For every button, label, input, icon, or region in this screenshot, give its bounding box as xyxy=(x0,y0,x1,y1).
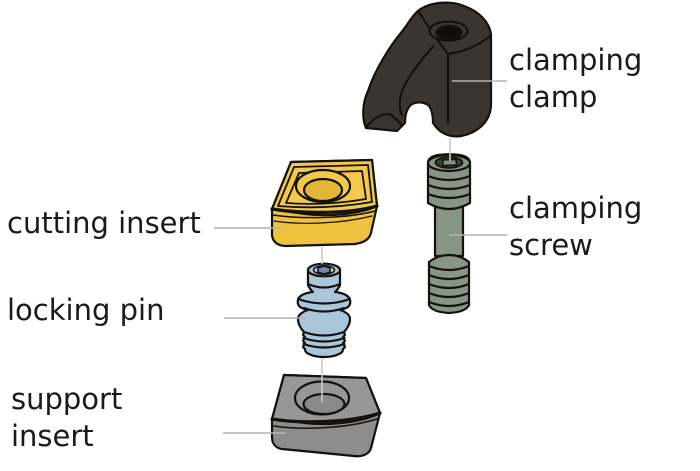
label-clamping-screw: clamping screw xyxy=(509,191,643,262)
label-cutting-insert: cutting insert xyxy=(7,206,201,240)
cutting-insert-part xyxy=(270,158,379,248)
support-insert-part xyxy=(270,373,382,458)
clamp-bore-hole xyxy=(435,24,463,41)
support-hole xyxy=(302,392,346,416)
label-locking-pin: locking pin xyxy=(7,293,165,327)
clamping-screw-part xyxy=(426,153,472,315)
label-support-insert: support insert xyxy=(11,382,123,453)
insert-hole xyxy=(302,177,344,203)
label-clamping-clamp: clamping clamp xyxy=(509,43,643,114)
leader-lines xyxy=(214,80,507,434)
locking-pin-part xyxy=(296,262,352,359)
pin-hex-socket xyxy=(317,265,331,275)
axis-lines xyxy=(321,138,451,402)
clamping-clamp-part xyxy=(362,1,493,138)
screw-socket xyxy=(441,158,458,167)
